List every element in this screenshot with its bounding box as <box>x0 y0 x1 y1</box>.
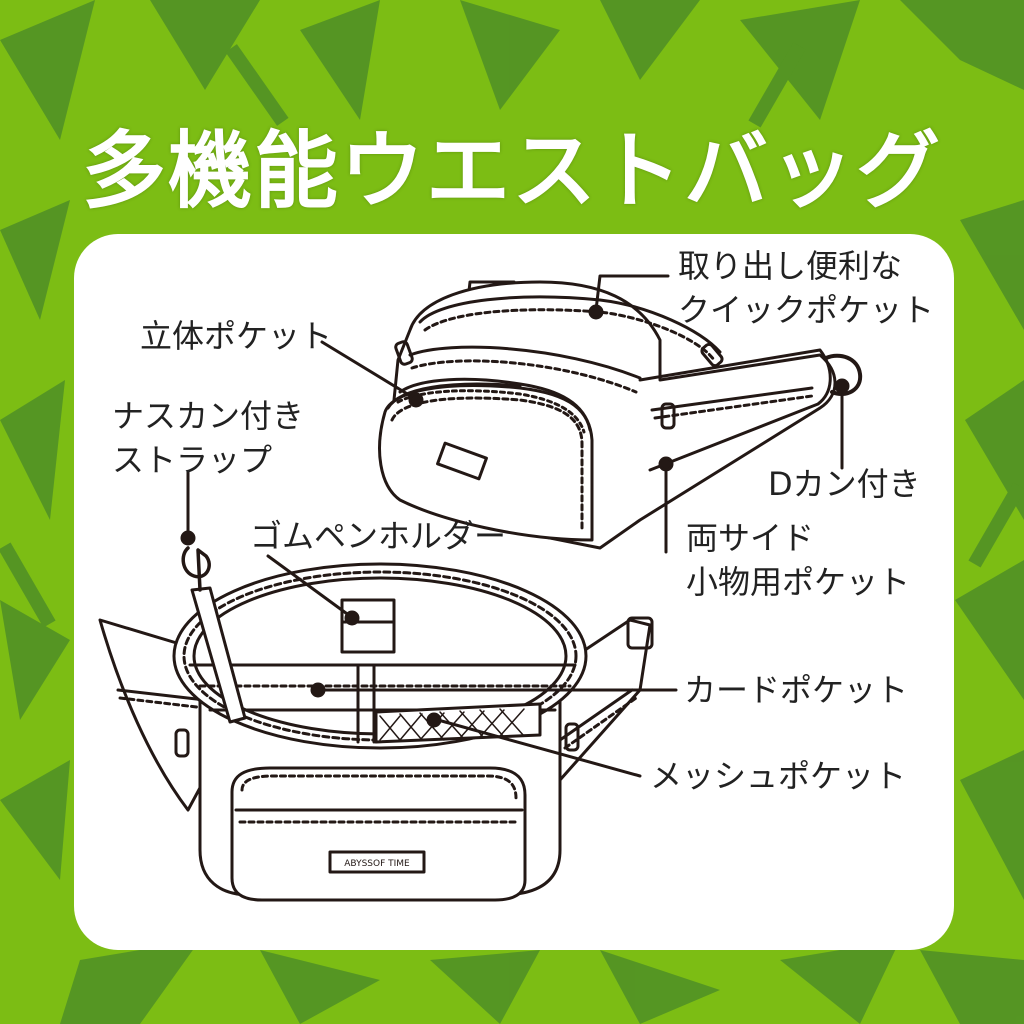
snap-hook-icon <box>181 546 211 592</box>
callout-d-ring: Dカン付き <box>768 465 921 503</box>
page-title: 多機能ウエストバッグ <box>81 122 942 220</box>
callout-side-pockets-line-2: 小物用ポケット <box>686 563 911 601</box>
brand-tag <box>436 441 488 481</box>
callout-mesh-pocket: メッシュポケット <box>650 757 907 795</box>
callout-quick-pocket: 取り出し便利な クイックポケット <box>678 244 934 332</box>
brand-tag-text: ABYSSOF TIME <box>344 859 410 869</box>
callout-side-pockets: 両サイド 小物用ポケット <box>686 516 910 604</box>
callout-strap: ナスカン付き ストラップ <box>112 394 304 482</box>
bag-open-view: ABYSSOF TIME <box>98 546 654 902</box>
side-tab <box>626 616 654 650</box>
d-ring-icon <box>824 353 863 396</box>
callout-strap-line-1: ナスカン付き <box>112 397 305 435</box>
bag-front-view <box>378 280 863 550</box>
callout-quick-pocket-line-1: 取り出し便利な <box>678 247 903 285</box>
leader-lines <box>180 274 850 778</box>
callout-quick-pocket-line-2: クイックポケット <box>678 291 935 329</box>
zipper-pull-icon <box>564 722 580 752</box>
brand-tag <box>328 850 426 874</box>
zipper-pull-icon <box>394 340 414 366</box>
mesh-pocket-area <box>374 702 542 744</box>
zipper-pull-icon <box>700 342 724 368</box>
zipper-pull-icon <box>660 402 676 430</box>
callout-strap-line-2: ストラップ <box>112 441 273 479</box>
strap <box>190 586 247 724</box>
callout-card-pocket: カードポケット <box>684 671 909 709</box>
pen-holder <box>340 598 396 654</box>
callout-side-pockets-line-1: 両サイド <box>686 519 815 557</box>
callout-elastic-holder: ゴムペンホルダー <box>250 517 507 555</box>
callout-3d-pocket: 立体ポケット <box>140 317 333 355</box>
zipper-pull-icon <box>174 728 190 758</box>
